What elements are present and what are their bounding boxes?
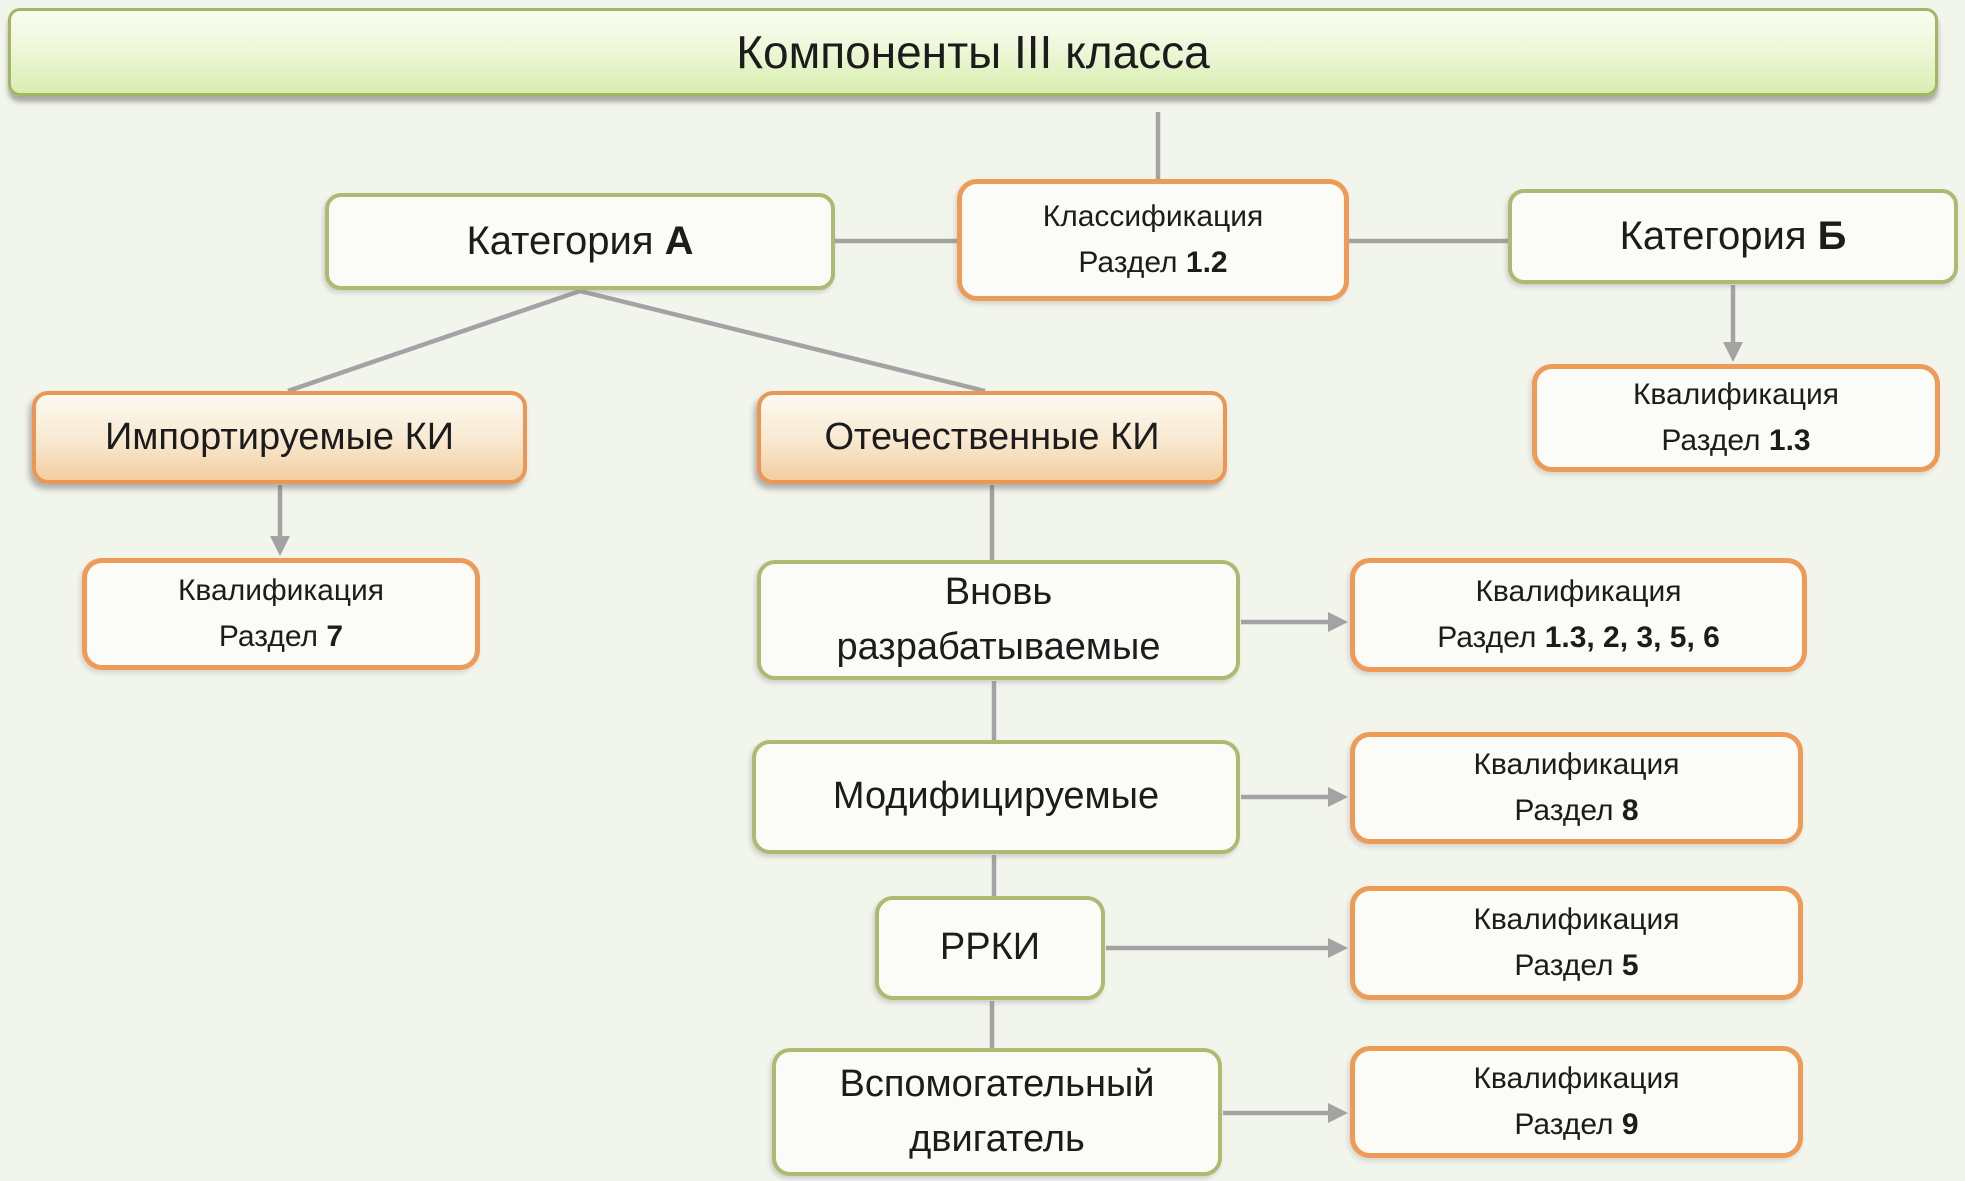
node-kvalifikaciya-razdel-1-3-2-3-5-6-label: 1.3, 2, 3, 5, 6 <box>1544 621 1720 654</box>
node-otechestvennye-ki-line-0: Отечественные КИ <box>824 416 1159 459</box>
node-vspomogatelnyj-dvigatel: Вспомогательный двигатель <box>772 1048 1222 1176</box>
node-kategoriya-b-label: Категория <box>1619 214 1818 258</box>
node-kvalifikaciya-razdel-1-3-label: 1.3 <box>1768 424 1811 457</box>
node-kvalifikaciya-razdel-1-3-2-3-5-6-label: Квалификация <box>1475 574 1682 608</box>
node-otechestvennye-ki: Отечественные КИ <box>757 391 1227 484</box>
node-otechestvennye-ki-label: Отечественные КИ <box>824 416 1160 458</box>
node-importiruemye-ki-line-0: Импортируемые КИ <box>105 416 454 459</box>
node-vspomogatelnyj-dvigatel-label: Вспомогательный <box>839 1062 1155 1105</box>
node-kvalifikaciya-razdel-7-line-1: Раздел 7 <box>219 614 343 661</box>
node-rrki: РРКИ <box>875 896 1105 1000</box>
node-kvalifikaciya-razdel-1-3-line-0: Квалификация <box>1633 372 1839 419</box>
node-kvalifikaciya-razdel-1-3-2-3-5-6-line-1: Раздел 1.3, 2, 3, 5, 6 <box>1437 615 1720 662</box>
node-rrki-line-0: РРКИ <box>940 920 1040 975</box>
node-vnov-razrabatyvaemye-line-1: разрабатываемые <box>836 620 1160 675</box>
node-kvalifikaciya-razdel-5-label: 5 <box>1621 949 1639 982</box>
node-kvalifikaciya-razdel-8-line-1: Раздел 8 <box>1514 788 1638 835</box>
node-kvalifikaciya-razdel-1-3-2-3-5-6-line-0: Квалификация <box>1475 569 1681 616</box>
node-kvalifikaciya-razdel-9-label: Раздел <box>1514 1108 1622 1141</box>
node-vnov-razrabatyvaemye-label: Вновь <box>944 570 1053 613</box>
node-vspomogatelnyj-dvigatel-label: двигатель <box>909 1118 1085 1160</box>
node-kvalifikaciya-razdel-9-label: Квалификация <box>1473 1061 1680 1095</box>
node-kvalifikaciya-razdel-1-3-line-1: Раздел 1.3 <box>1661 418 1810 465</box>
node-kvalifikaciya-razdel-1-3-label: Квалификация <box>1632 377 1840 411</box>
node-modificiruemye-label: Модифицируемые <box>832 775 1160 818</box>
modificiruemye-to-kvalifikaciya-8-arrowhead-icon <box>1328 787 1348 807</box>
importiruemye-to-kvalifikaciya-7-arrowhead-icon <box>270 536 290 556</box>
node-kvalifikaciya-razdel-1-3-label: Раздел <box>1661 424 1769 457</box>
rrki-to-kvalifikaciya-5-arrowhead-icon <box>1328 938 1348 958</box>
node-kvalifikaciya-razdel-7-line-0: Квалификация <box>178 568 384 615</box>
node-kategoriya-b-label: Б <box>1817 214 1847 258</box>
node-komponenty-3-klassa-label: Компоненты III класса <box>736 26 1210 78</box>
node-kvalifikaciya-razdel-8-label: Раздел <box>1514 794 1622 827</box>
node-klassifikaciya-razdel-1-2-label: Классификация <box>1042 199 1264 233</box>
node-kvalifikaciya-razdel-5-line-1: Раздел 5 <box>1514 943 1638 990</box>
node-kvalifikaciya-razdel-5-label: Квалификация <box>1473 902 1680 936</box>
node-kvalifikaciya-razdel-7-label: Квалификация <box>177 573 385 607</box>
node-kvalifikaciya-razdel-9-line-0: Квалификация <box>1473 1056 1679 1103</box>
node-kategoriya-a: Категория А <box>325 193 835 290</box>
node-kategoriya-a-label: А <box>664 219 694 263</box>
node-importiruemye-ki-label: Импортируемые КИ <box>104 416 455 458</box>
node-kategoriya-b: Категория Б <box>1508 189 1958 284</box>
node-klassifikaciya-razdel-1-2-line-0: Классификация <box>1043 194 1264 241</box>
node-kvalifikaciya-razdel-5-label: Раздел <box>1514 949 1622 982</box>
node-kategoriya-a-label: Категория <box>466 219 665 263</box>
node-rrki-label: РРКИ <box>939 926 1041 969</box>
node-kvalifikaciya-razdel-7-label: Раздел <box>218 620 327 653</box>
kategoriya-a-to-importiruemye-connector <box>287 288 581 394</box>
node-importiruemye-ki: Импортируемые КИ <box>32 391 527 484</box>
node-vnov-razrabatyvaemye: Вновь разрабатываемые <box>757 560 1240 680</box>
node-komponenty-3-klassa: Компоненты III класса <box>8 8 1938 96</box>
node-kategoriya-a-line-0: Категория А <box>467 219 694 264</box>
node-klassifikaciya-razdel-1-2-label: 1.2 <box>1185 246 1228 279</box>
node-modificiruemye-line-0: Модифицируемые <box>833 769 1159 824</box>
node-kvalifikaciya-razdel-9-label: 9 <box>1621 1108 1639 1141</box>
node-kvalifikaciya-razdel-8-label: Квалификация <box>1473 747 1680 781</box>
node-kvalifikaciya-razdel-1-3-2-3-5-6-label: Раздел <box>1437 621 1545 654</box>
node-vnov-razrabatyvaemye-label: разрабатываемые <box>836 626 1161 668</box>
node-komponenty-3-klassa-line-0: Компоненты III класса <box>736 25 1210 79</box>
node-vspomogatelnyj-dvigatel-line-0: Вспомогательный <box>840 1057 1155 1112</box>
node-vnov-razrabatyvaemye-line-0: Вновь <box>945 565 1052 620</box>
vspomogatelnyj-to-kvalifikaciya-9-arrowhead-icon <box>1328 1103 1348 1123</box>
node-modificiruemye: Модифицируемые <box>752 740 1240 854</box>
vnov-to-kvalifikaciya-1-3-2-3-5-6-arrowhead-icon <box>1328 612 1348 632</box>
node-kvalifikaciya-razdel-7-label: 7 <box>326 620 344 653</box>
node-kvalifikaciya-razdel-9-line-1: Раздел 9 <box>1514 1102 1638 1149</box>
kategoriya-b-to-kvalifikaciya-1-3-arrowhead-icon <box>1723 342 1743 362</box>
node-vspomogatelnyj-dvigatel-line-1: двигатель <box>909 1112 1085 1167</box>
node-kvalifikaciya-razdel-8-label: 8 <box>1621 794 1639 827</box>
node-klassifikaciya-razdel-1-2-line-1: Раздел 1.2 <box>1078 240 1227 287</box>
node-klassifikaciya-razdel-1-2-label: Раздел <box>1078 246 1186 279</box>
node-kvalifikaciya-razdel-5-line-0: Квалификация <box>1473 897 1679 944</box>
node-kvalifikaciya-razdel-8-line-0: Квалификация <box>1473 742 1679 789</box>
node-kategoriya-b-line-0: Категория Б <box>1620 214 1847 259</box>
kategoriya-a-to-otechestvennye-connector <box>579 288 986 394</box>
